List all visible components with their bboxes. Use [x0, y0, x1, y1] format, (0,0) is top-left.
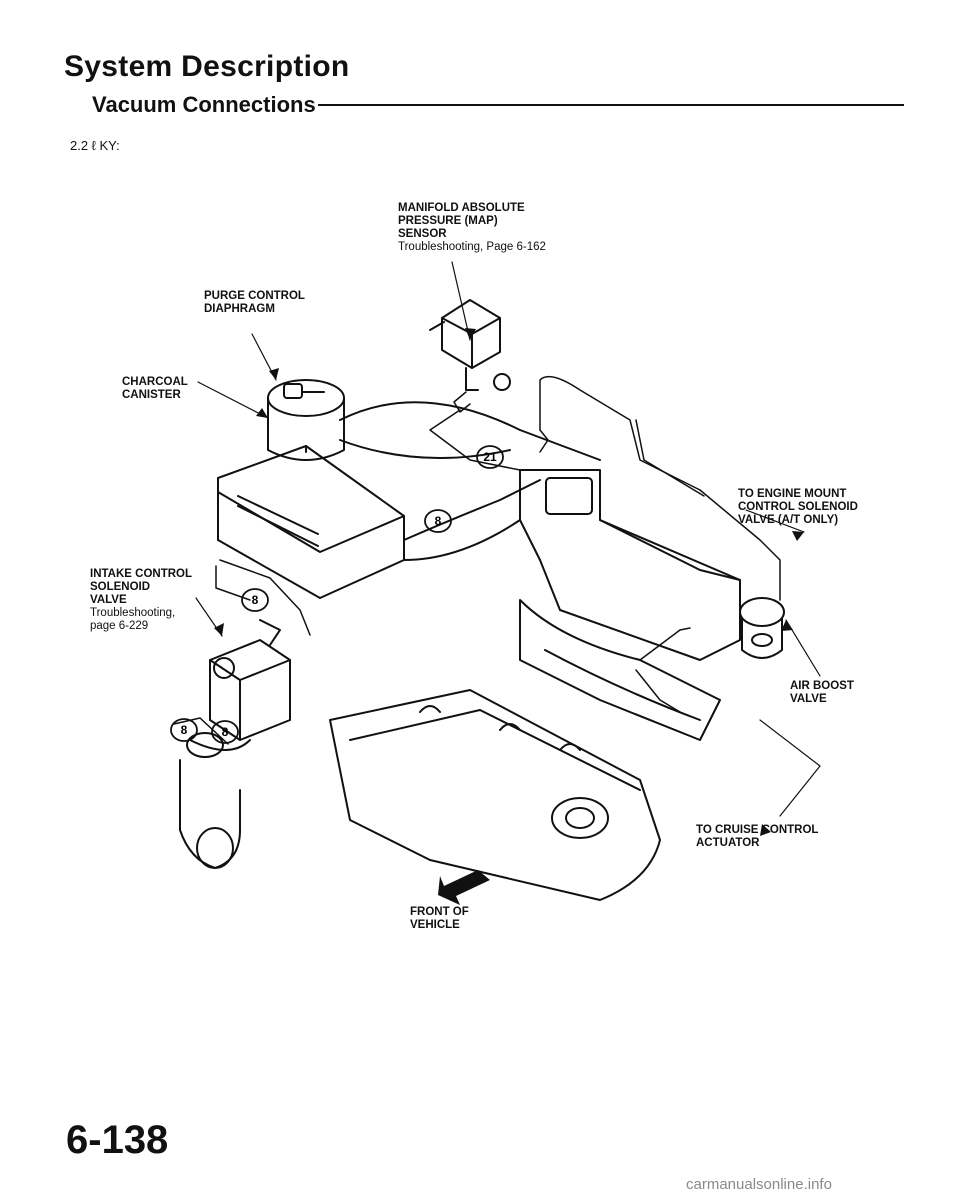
label-line: SENSOR [398, 228, 447, 240]
label-line: VEHICLE [410, 919, 460, 931]
label-line: VALVE [90, 594, 127, 606]
label-line: VALVE (A/T ONLY) [738, 514, 839, 526]
page-title: System Description [64, 50, 350, 83]
engine-model-label: 2.2 ℓ KY: [70, 138, 120, 153]
label-line: CONTROL SOLENOID [738, 501, 858, 513]
label-line: PRESSURE (MAP) [398, 215, 498, 227]
intake-manifold-drawing [519, 469, 741, 741]
label-line: AIR BOOST [790, 680, 854, 692]
label-charcoal-canister: CHARCOAL CANISTER [122, 376, 188, 402]
callout-8: 8 [435, 514, 442, 528]
label-ref: Troubleshooting, [90, 607, 176, 619]
label-line: INTAKE CONTROL [90, 568, 193, 580]
label-line: TO CRUISE CONTROL [696, 824, 819, 836]
map-sensor-drawing [429, 299, 511, 391]
label-intake-solenoid: INTAKE CONTROL SOLENOID VALVE Troublesho… [90, 568, 192, 633]
label-purge-diaphragm: PURGE CONTROL DIAPHRAGM [204, 290, 305, 316]
callout-8: 8 [252, 593, 259, 607]
intake-solenoid-drawing [209, 619, 291, 741]
label-line: CHARCOAL [122, 376, 188, 388]
label-line: VALVE [790, 693, 827, 705]
callout-8: 8 [181, 723, 188, 737]
page-number: 6-138 [66, 1118, 169, 1162]
label-line: SOLENOID [90, 581, 151, 593]
valve-cover-drawing [329, 689, 661, 901]
charcoal-canister-drawing [267, 379, 345, 461]
label-engine-mount-valve: TO ENGINE MOUNT CONTROL SOLENOID VALVE (… [738, 488, 858, 527]
label-front-of-vehicle: FRONT OF VEHICLE [410, 906, 469, 932]
watermark: carmanualsonline.info [686, 1176, 832, 1193]
label-line: ACTUATOR [696, 837, 760, 849]
label-map-sensor: MANIFOLD ABSOLUTE PRESSURE (MAP) SENSOR … [398, 202, 546, 254]
label-air-boost-valve: AIR BOOST VALVE [790, 680, 854, 706]
label-line: FRONT OF [410, 906, 469, 918]
callout-8: 8 [222, 725, 229, 739]
label-ref: Troubleshooting, Page 6-162 [398, 241, 546, 253]
label-cruise-actuator: TO CRUISE CONTROL ACTUATOR [696, 824, 818, 850]
label-ref: page 6-229 [90, 620, 149, 632]
label-line: TO ENGINE MOUNT [738, 488, 847, 500]
front-arrow-icon [438, 870, 490, 905]
section-rule [318, 104, 904, 106]
callout-21: 21 [483, 450, 497, 464]
label-line: DIAPHRAGM [204, 303, 275, 315]
air-cleaner-drawing [217, 445, 405, 599]
section-title: Vacuum Connections [92, 92, 316, 117]
label-line: PURGE CONTROL [204, 290, 305, 302]
label-line: CANISTER [122, 389, 181, 401]
air-boost-valve-drawing [739, 597, 785, 659]
label-line: MANIFOLD ABSOLUTE [398, 202, 525, 214]
